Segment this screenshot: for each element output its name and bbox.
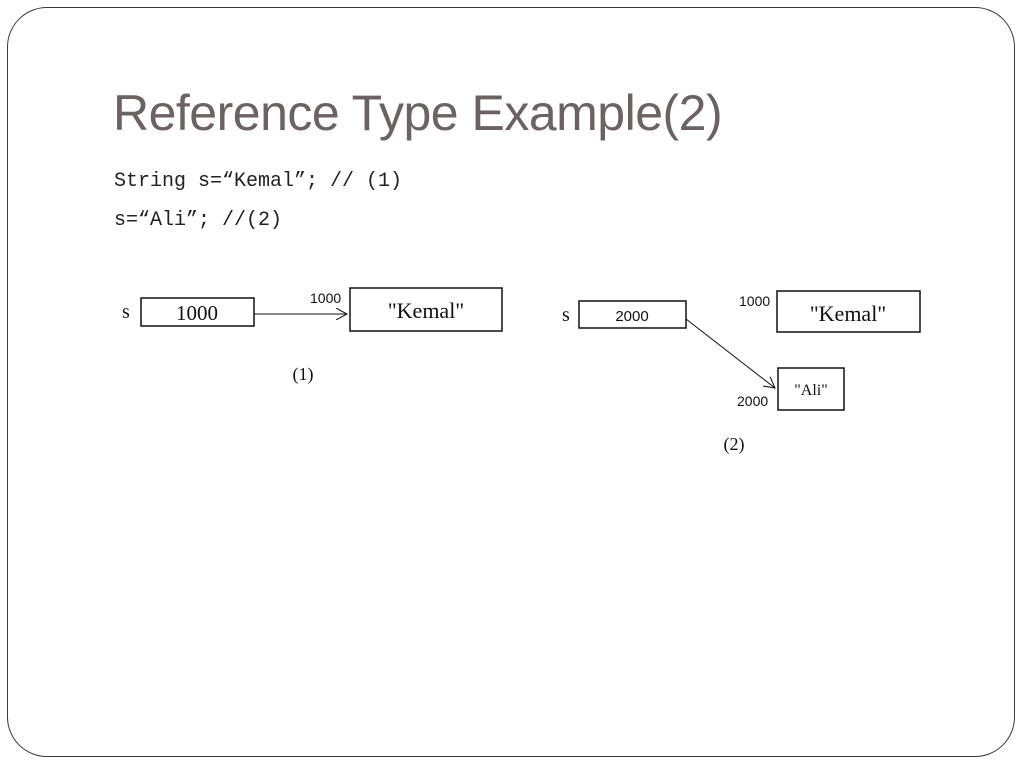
code-line-2: s=“Ali”; //(2)	[114, 209, 283, 232]
diagram-2-reference-arrow	[685, 318, 775, 388]
diagram-1-object-value: "Kemal"	[388, 298, 465, 323]
diagram-1-variable-value: 1000	[176, 301, 218, 325]
diagram-1-caption: (1)	[293, 364, 314, 385]
diagram-1-object-box	[349, 287, 503, 332]
diagram-2-object-1-value: "Kemal"	[810, 301, 887, 326]
diagram-2-variable-value: 2000	[615, 308, 648, 325]
slide-title: Reference Type Example(2)	[113, 85, 723, 141]
diagram-1-variable-box	[140, 297, 255, 327]
diagram-2-object-2-value: "Ali"	[794, 382, 828, 399]
diagram-1: s 1000 1000 "Kemal" (1)	[122, 287, 503, 385]
diagram-2-variable-box	[578, 300, 687, 329]
slide-frame	[7, 7, 1015, 757]
diagram-2-object-2-box	[777, 367, 845, 411]
diagram-2: s 2000 1000 "Kemal" 2000 "Ali" (2)	[562, 290, 921, 455]
diagram-2-object-2-address: 2000	[737, 393, 768, 409]
diagram-2-variable-name: s	[562, 304, 570, 326]
diagram-1-variable-name: s	[122, 301, 130, 323]
diagram-1-object-address: 1000	[310, 290, 341, 306]
code-line-1: String s=“Kemal”; // (1)	[114, 170, 403, 193]
diagram-2-caption: (2)	[724, 434, 745, 455]
diagram-2-object-1-box	[776, 290, 921, 333]
diagram-2-object-1-address: 1000	[739, 293, 770, 309]
